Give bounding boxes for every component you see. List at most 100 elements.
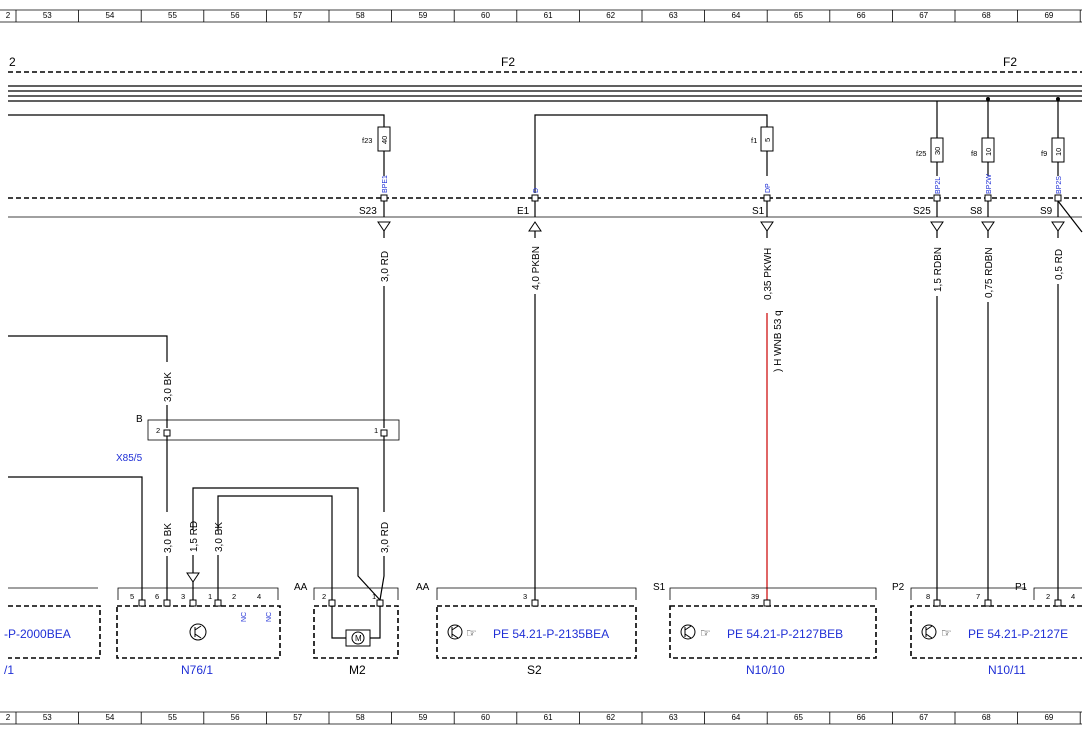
nc-label: NC [266,612,273,622]
ruler-tick-top: 59 [418,11,427,20]
ruler-tick-top: 69 [1044,11,1053,20]
svg-text:f1: f1 [751,136,757,145]
ruler-tick-top: 2 [6,11,11,20]
ruler-tick-bottom: 63 [669,713,678,722]
pin-label-dp: DP [765,183,772,193]
ruler-tick-bottom: 59 [418,713,427,722]
ruler-tick-top: 68 [982,11,991,20]
bus-label-left: 2 [9,55,16,69]
ruler-tick-bottom: 58 [356,713,365,722]
svg-text:4: 4 [257,592,261,601]
svg-text:f23: f23 [362,136,372,145]
ruler-tick-top: 55 [168,11,177,20]
wire-label-s9: 0,5 RD [1054,249,1065,280]
svg-text:40: 40 [380,136,389,144]
ruler-tick-bottom: 57 [293,713,302,722]
ruler-tick-top: 61 [544,11,553,20]
ruler-tick-bottom: 64 [731,713,740,722]
wire-to-n76-pin5 [8,476,143,600]
component-n10-10: 39 ☞ PE 54.21-P-2127BEB N10/10 [669,592,877,677]
pointing-hand-icon: ☞ [700,626,711,640]
svg-text:5: 5 [763,138,772,142]
boundary-pins [380,194,1062,202]
svg-text:N10/11: N10/11 [988,663,1026,677]
ruler-tick-bottom: 53 [43,713,52,722]
wire-bk-upper [8,335,168,362]
ruler-tick-top: 53 [43,11,52,20]
header-s1: S1 [653,582,666,593]
ruler-tick-top: 62 [606,11,615,20]
transistor-icon [447,624,463,640]
pointing-hand-icon: ☞ [941,626,952,640]
rotated-note: ) H WNB 53 q [773,310,784,372]
svg-text:N76/1: N76/1 [181,663,213,677]
ruler-tick-bottom: 68 [982,713,991,722]
svg-text:2: 2 [156,426,160,435]
component-n10-11: 8 7 2 4 ☞ PE 54.21-P-2127E N10/11 [910,592,1082,677]
header-p1: P1 [1015,582,1028,593]
svg-text:10: 10 [1054,148,1063,156]
pin-name-s8: S8 [970,206,983,217]
component-n76-1: 5 6 3 1 2 4 NC NC N76/1 [116,592,281,677]
ruler-tick-bottom: 69 [1044,713,1053,722]
motor-icon: M [345,629,371,647]
ruler-tick-bottom: 67 [919,713,928,722]
pin-label-bpe1: BPE1 [382,175,389,193]
wire-3-0-bk-motor [217,495,333,600]
wire-label-rd-lower: 3,0 RD [380,522,391,553]
junction-dot [1056,97,1060,101]
top-ruler [0,9,1082,23]
svg-text:2: 2 [322,592,326,601]
svg-text:6: 6 [155,592,159,601]
svg-text:1: 1 [208,592,212,601]
svg-text:f9: f9 [1041,149,1047,158]
ruler-tick-top: 60 [481,11,490,20]
ruler-tick-top: 56 [231,11,240,20]
wire-1-5-rd [192,487,381,601]
pin-label-bp2l: BP2L [935,177,942,194]
component-s2: 3 ☞ PE 54.21-P-2135BEA S2 [436,592,637,677]
pin-name-s25: S25 [913,206,931,217]
ruler-tick-top: 57 [293,11,302,20]
arrow-symbols [377,221,1065,232]
wire-label-1-5-rd: 1,5 RD [189,521,200,552]
ruler-tick-top: 58 [356,11,365,20]
component-left-partial: -P-2000BEA /1 [4,605,101,677]
svg-text:3: 3 [523,592,527,601]
svg-text:2: 2 [232,592,236,601]
svg-text:PE 54.21-P-2127BEB: PE 54.21-P-2127BEB [727,627,843,641]
fuse-f1: 5 f1 [751,126,774,176]
ruler-tick-top: 67 [919,11,928,20]
pointing-hand-icon: ☞ [466,626,477,640]
svg-text:M2: M2 [349,663,366,677]
svg-text:1: 1 [372,592,376,601]
svg-text:PE 54.21-P-2135BEA: PE 54.21-P-2135BEA [493,627,609,641]
ruler-tick-bottom: 60 [481,713,490,722]
svg-text:10: 10 [984,148,993,156]
ruler-tick-bottom: 54 [105,713,114,722]
svg-text:S2: S2 [527,663,542,677]
svg-text:M: M [355,634,362,643]
svg-text:/1: /1 [4,663,14,677]
component-header-strips [8,587,1082,600]
ruler-tick-top: 66 [857,11,866,20]
connector-name: X85/5 [116,453,143,464]
bus-label-mid: F2 [501,55,515,69]
ruler-tick-bottom: 2 [6,713,11,722]
wire-label-e1: 4,0 PKBN [531,246,542,290]
svg-text:7: 7 [976,592,980,601]
svg-text:f8: f8 [971,149,977,158]
feed-wire-d-f1 [534,114,768,193]
bus-label-right: F2 [1003,55,1017,69]
wire-label-bk-2: 3,0 BK [214,522,225,552]
fuse-f25: 30 f25 [916,137,944,176]
wire-label-s23: 3,0 RD [380,251,391,282]
arrow-symbol [186,572,200,583]
header-p2: P2 [892,582,905,593]
ruler-tick-bottom: 55 [168,713,177,722]
ruler-tick-top: 54 [105,11,114,20]
wire-label-s1: 0,35 PKWH [763,248,774,300]
fuse-f9: 10 f9 [1041,137,1065,176]
svg-text:PE 54.21-P-2127E: PE 54.21-P-2127E [968,627,1068,641]
ruler-tick-top: 64 [731,11,740,20]
